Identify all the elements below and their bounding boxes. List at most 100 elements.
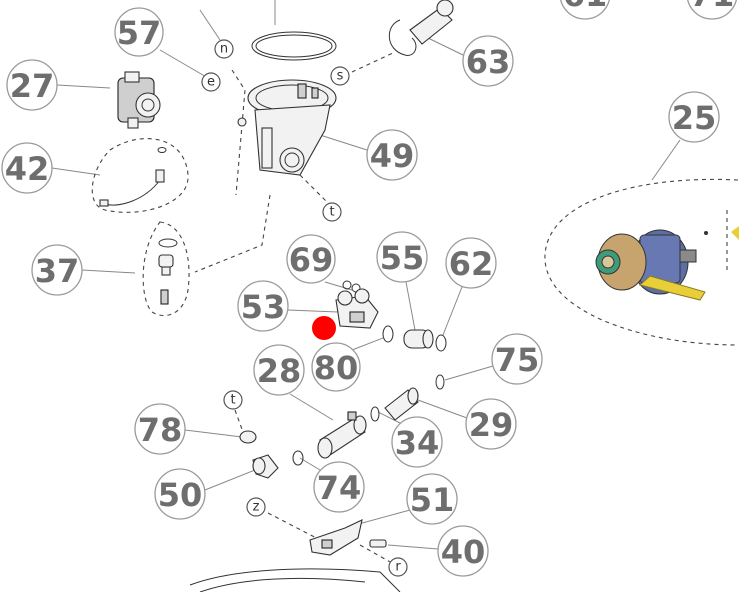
- part-75-clamp: [435, 374, 445, 390]
- callout-label: 34: [395, 424, 440, 462]
- callout-label: 42: [5, 150, 50, 188]
- callout-62: 62: [445, 237, 497, 289]
- callout-label: 27: [10, 67, 55, 105]
- callout-57: 57: [114, 7, 164, 57]
- part-74-clamp: [292, 450, 304, 466]
- part-50-elbow: [252, 454, 279, 479]
- callout-label: 29: [469, 406, 514, 444]
- callout-label: 75: [495, 341, 540, 379]
- callout-circle: [114, 7, 164, 57]
- callout-circle: [253, 344, 305, 396]
- part-51-bracket: [309, 519, 363, 556]
- callout-label: 74: [317, 469, 362, 507]
- ref-marker-n: n: [214, 39, 234, 59]
- callout-label: 62: [449, 245, 494, 283]
- callout-circle: [462, 35, 514, 87]
- part-42-sensor-cable: [99, 147, 167, 207]
- callout-49: 49: [366, 129, 418, 181]
- callout-71: 71: [687, 0, 737, 20]
- callout-27: 27: [6, 59, 58, 111]
- callout-74: 74: [313, 461, 365, 513]
- part-27-drain-pump: [117, 71, 161, 129]
- callout-circle: [668, 91, 720, 143]
- part-78-seal: [239, 430, 257, 444]
- callout-42: 42: [1, 142, 53, 194]
- reference-markers: ne s t t z r: [201, 39, 408, 577]
- callout-29: 29: [465, 398, 517, 450]
- callout-label: 51: [410, 481, 455, 519]
- callout-circle: [465, 398, 517, 450]
- ref-circle: [201, 72, 221, 92]
- callout-label: 40: [441, 533, 486, 571]
- ref-label: n: [220, 42, 228, 57]
- callout-circle: [687, 0, 737, 20]
- ref-marker-t: t: [322, 202, 342, 222]
- ref-label: r: [395, 560, 401, 575]
- leader-lines: [51, 0, 681, 550]
- ref-circle: [214, 39, 234, 59]
- callout-63: 63: [462, 35, 514, 87]
- ref-label: s: [337, 69, 344, 84]
- callout-40: 40: [437, 525, 489, 577]
- ref-circle: [388, 557, 408, 577]
- callout-75: 75: [491, 333, 543, 385]
- ref-circle: [246, 497, 266, 517]
- callout-label: 57: [117, 14, 162, 52]
- callout-55: 55: [376, 231, 428, 283]
- callout-label: 49: [370, 137, 415, 175]
- part-63-hose: [388, 0, 454, 56]
- ref-label: t: [329, 205, 334, 220]
- callout-circle: [237, 280, 289, 332]
- dashed-connectors: [91, 51, 739, 564]
- part-40-pin: [369, 539, 387, 548]
- part-53-heater-housing: [335, 280, 379, 329]
- part-55-pipe: [403, 329, 434, 349]
- callout-label: 80: [314, 349, 359, 387]
- red-marker: [312, 316, 336, 340]
- callout-51: 51: [406, 473, 458, 525]
- callout-label: 71: [690, 0, 735, 14]
- callout-circle: [406, 473, 458, 525]
- part-28-connector: [317, 411, 367, 459]
- callout-label: 25: [672, 99, 717, 137]
- callout-69: 69: [286, 234, 336, 284]
- callout-53: 53: [237, 280, 289, 332]
- callout-80: 80: [311, 342, 361, 392]
- callout-label: 53: [241, 288, 286, 326]
- callout-circle: [437, 525, 489, 577]
- ref-marker-z: z: [246, 497, 266, 517]
- ref-label: t: [230, 393, 235, 408]
- callout-label: 55: [380, 239, 425, 277]
- callout-61: 61: [560, 0, 610, 20]
- callout-circle: [311, 342, 361, 392]
- part-34-clamp: [370, 406, 380, 422]
- ref-circle: [322, 202, 342, 222]
- callout-circle: [391, 416, 443, 468]
- callout-label: 37: [35, 252, 80, 290]
- part-62-clamp: [435, 334, 447, 352]
- callout-circle: [313, 461, 365, 513]
- callout-circle: [560, 0, 610, 20]
- ref-label: z: [253, 500, 260, 515]
- callout-28: 28: [253, 344, 305, 396]
- callout-circle: [134, 403, 186, 455]
- callout-34: 34: [391, 416, 443, 468]
- ref-marker-e: e: [201, 72, 221, 92]
- ref-marker-r: r: [388, 557, 408, 577]
- part-37-float-assembly: [158, 238, 178, 305]
- callout-label: 50: [158, 476, 203, 514]
- callout-circle: [491, 333, 543, 385]
- ref-circle: [223, 390, 243, 410]
- part-49-sump: [237, 31, 337, 176]
- callout-circle: [445, 237, 497, 289]
- callout-label: 69: [289, 241, 334, 279]
- callout-circle: [154, 468, 206, 520]
- ref-marker-t: t: [223, 390, 243, 410]
- ref-marker-s: s: [330, 66, 350, 86]
- ref-circle: [330, 66, 350, 86]
- callout-circle: [286, 234, 336, 284]
- callout-25: 25: [668, 91, 720, 143]
